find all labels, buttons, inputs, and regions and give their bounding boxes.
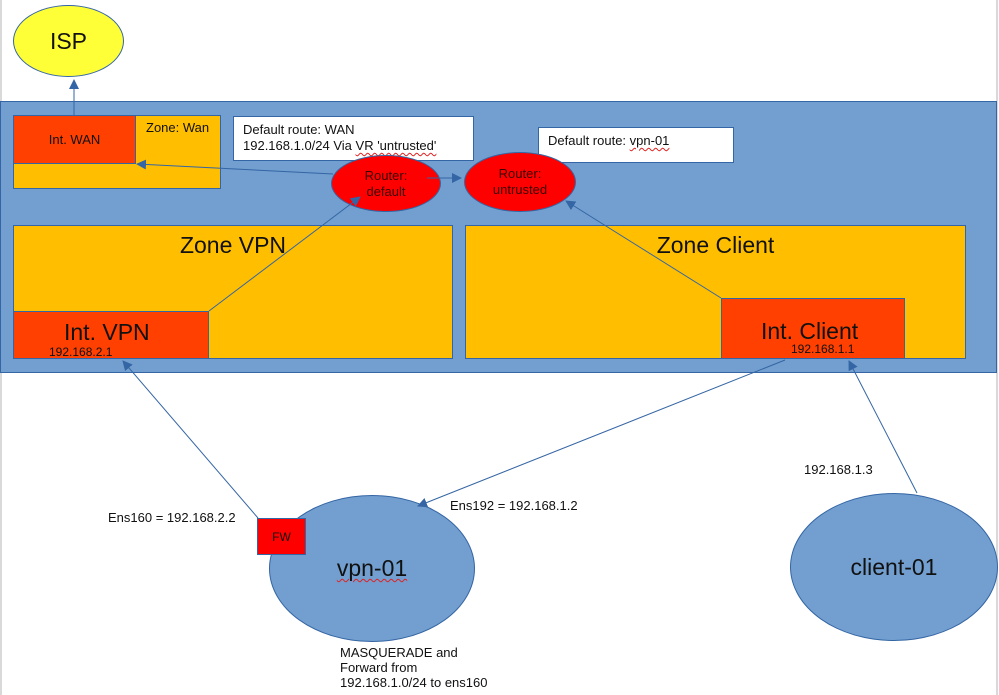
- masquerade-note: MASQUERADE and Forward from 192.168.1.0/…: [340, 645, 487, 690]
- host-vpn-01[interactable]: vpn-01: [269, 495, 475, 642]
- isp-node[interactable]: ISP: [13, 5, 124, 77]
- note-default-route[interactable]: Default route: WAN 192.168.1.0/24 Via VR…: [233, 116, 474, 161]
- interface-client-label: Int. Client: [761, 318, 859, 344]
- host-client-01[interactable]: client-01: [790, 493, 998, 641]
- firewall-badge[interactable]: FW: [257, 518, 306, 555]
- router-default-line1: Router:: [364, 167, 408, 183]
- interface-client[interactable]: Int. Client 192.168.1.1: [721, 298, 905, 359]
- isp-label: ISP: [49, 27, 88, 54]
- note-default-line2-flagged: VR 'untrusted': [355, 138, 437, 153]
- note-untrusted-prefix: Default route:: [548, 133, 630, 148]
- router-default[interactable]: Router: default: [331, 155, 441, 212]
- link-client-interface-to-vpn01: [417, 359, 786, 508]
- interface-vpn-ip: 192.168.2.1: [49, 345, 113, 359]
- note-default-line2: 192.168.1.0/24 Via VR 'untrusted': [243, 138, 464, 154]
- zone-client-title: Zone Client: [656, 232, 775, 258]
- host-vpn-01-label: vpn-01: [336, 555, 408, 581]
- note-untrusted-route[interactable]: Default route: vpn-01: [538, 127, 734, 163]
- router-untrusted[interactable]: Router: untrusted: [464, 152, 576, 212]
- interface-vpn[interactable]: Int. VPN 192.168.2.1: [13, 311, 209, 359]
- interface-client-ip: 192.168.1.1: [791, 342, 855, 356]
- note-untrusted-flagged: vpn-01: [629, 133, 670, 148]
- host-client-01-label: client-01: [850, 553, 938, 580]
- masquerade-note-line: 192.168.1.0/24 to ens160: [340, 675, 488, 690]
- router-default-line2: default: [366, 183, 406, 199]
- note-default-line2-prefix: 192.168.1.0/24 Via: [243, 138, 356, 153]
- page-edge: [996, 0, 998, 695]
- interface-wan[interactable]: Int. WAN: [13, 115, 136, 164]
- ens192-label: Ens192 = 192.168.1.2: [450, 498, 578, 513]
- zone-vpn-title: Zone VPN: [179, 232, 287, 258]
- interface-wan-label: Int. WAN: [48, 132, 101, 147]
- interface-vpn-label: Int. VPN: [64, 319, 150, 345]
- ens160-label: Ens160 = 192.168.2.2: [108, 510, 236, 525]
- client-01-ip: 192.168.1.3: [804, 462, 873, 477]
- firewall-badge-label: FW: [272, 529, 291, 544]
- masquerade-note-line: MASQUERADE and: [340, 645, 458, 660]
- router-untrusted-line2: untrusted: [492, 182, 548, 197]
- router-untrusted-line1: Router:: [498, 166, 542, 181]
- zone-wan-label: Zone: Wan: [146, 120, 210, 135]
- link-fw-to-vpn-interface: [122, 360, 259, 519]
- masquerade-note-line: Forward from: [340, 660, 418, 675]
- note-default-line1: Default route: WAN: [243, 122, 355, 137]
